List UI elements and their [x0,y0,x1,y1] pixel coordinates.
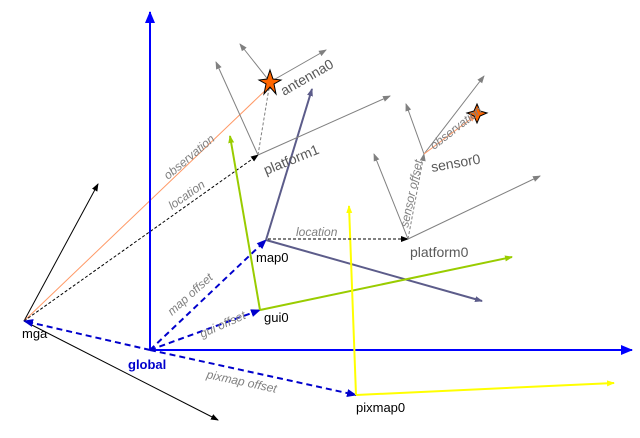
gui0-axis-up [228,135,261,311]
antenna-offset-line [257,81,272,156]
mga-frame-axes [23,183,219,421]
antenna0-axis-up [239,43,271,83]
edge-label-observation-sensor: observation [427,103,485,152]
platform0-axis-up [373,153,409,240]
location-line-platform1 [23,154,259,322]
offset-global-to-pixmap0 [149,349,357,397]
observation-ray-sensor [423,114,477,155]
edge-label-gui-offset: gui offset [198,308,249,341]
sensor0-axis-right [423,75,485,155]
sensor-target-star-icon [465,102,489,125]
label-platform0: platform0 [410,244,469,260]
antenna0-frame-axes [239,43,327,83]
label-sensor0: sensor0 [430,151,482,175]
edge-label-observation-antenna: observation [161,131,218,182]
mga-axis-right [23,320,219,421]
sensor0-axis-up [405,103,425,155]
label-global: global [128,357,166,372]
platform0-frame-axes [373,153,541,240]
label-gui0: gui0 [264,310,289,325]
label-pixmap0: pixmap0 [356,400,405,415]
pixmap0-axis-up [346,205,357,396]
antenna0-axis-right [269,49,327,83]
antenna-target-star-icon [257,68,283,96]
platform1-axis-up [215,61,259,156]
pixmap0-axis-right [355,380,615,396]
platform1-frame-axes [215,61,391,156]
global-offsets [23,239,357,397]
label-platform1: platform1 [261,141,321,178]
edge-label-pixmap-offset: pixmap offset [204,367,278,396]
label-map0: map0 [256,250,289,265]
platform1-axis-right [257,95,391,156]
pixmap0-frame-axes [346,205,615,396]
map0-axis-up [265,88,313,241]
observation-ray-antenna [23,83,273,322]
edge-label-sensor-offset: sensor offset [397,158,425,229]
offset-global-to-mga [23,319,151,351]
map0-frame-axes [265,88,483,302]
global-frame-axes [145,11,633,355]
platform0-axis-right [407,175,541,240]
edge-label-location-platform0: location [296,225,338,239]
offset-global-to-map0 [149,239,267,351]
sensor-offset-line [407,153,426,240]
mga-axis-up [23,183,99,322]
sensor0-frame-axes [405,75,485,155]
label-antenna0: antenna0 [278,55,337,98]
gui0-frame-axes [228,135,513,311]
label-mga: mga [22,326,48,341]
gui0-axis-right [259,255,513,311]
map0-axis-right [265,239,483,302]
